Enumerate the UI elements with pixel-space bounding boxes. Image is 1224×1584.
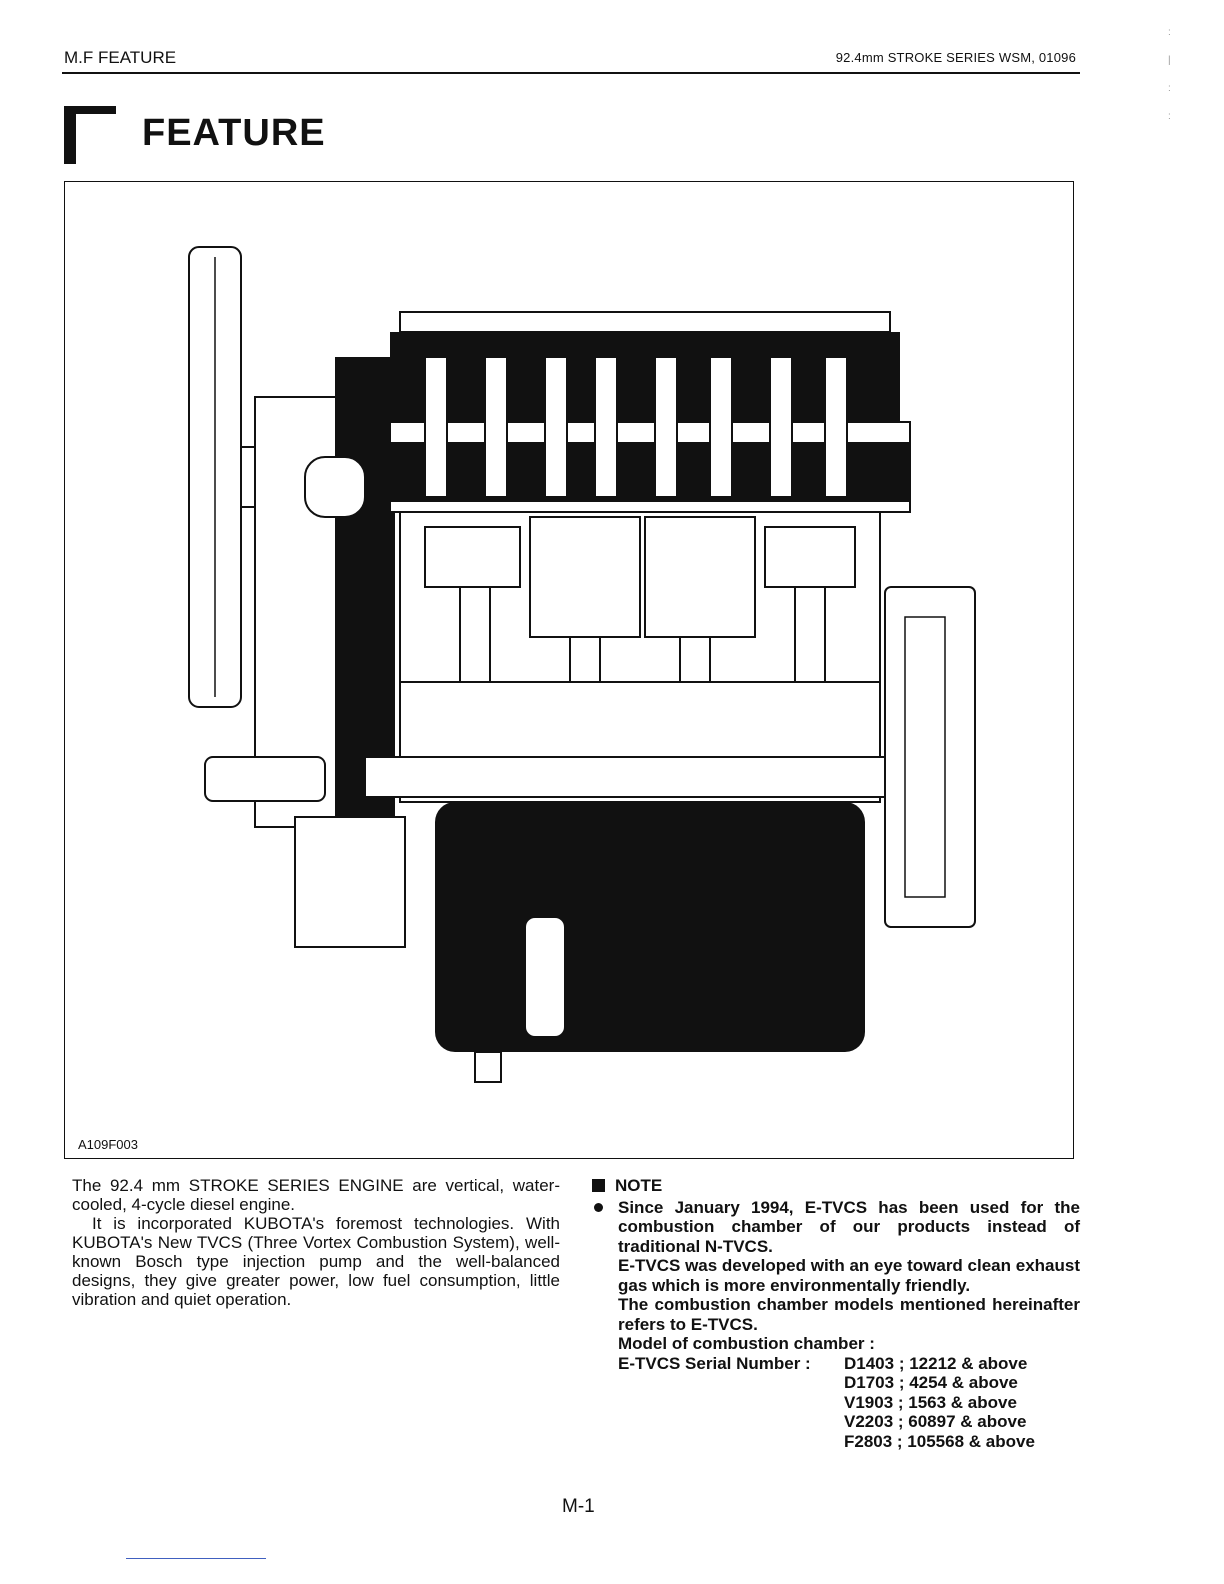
note-square-icon [592, 1179, 605, 1193]
intro-paragraph-2-text: It is incorporated KUBOTA's foremost tec… [72, 1214, 560, 1309]
scan-edge-marks: :|:: [1168, 27, 1171, 122]
page-title: FEATURE [142, 112, 326, 154]
header-section: M.F FEATURE [64, 48, 177, 67]
header-series: 92.4mm STROKE SERIES WSM, 01096 [835, 50, 1076, 65]
figure-frame: A109F003 [64, 181, 1074, 1159]
note-line-3: The combustion chamber models mentioned … [618, 1295, 1080, 1334]
serial-item: D1703 ; 4254 & above [844, 1373, 1018, 1392]
serial-table: E-TVCS Serial Number : D1403 ; 12212 & a… [618, 1354, 1080, 1452]
page-number: M-1 [562, 1496, 595, 1517]
serial-label: E-TVCS Serial Number : [618, 1353, 811, 1373]
note-column: NOTE Since January 1994, E-TVCS has been… [592, 1176, 1080, 1451]
engine-cutaway-diagram [188, 246, 976, 1083]
bullet-icon [594, 1202, 603, 1212]
note-line-1: Since January 1994, E-TVCS has been used… [618, 1197, 1080, 1256]
serial-item: D1403 ; 12212 & above [844, 1353, 1028, 1373]
note-heading-text: NOTE [615, 1176, 663, 1195]
note-line-4: Model of combustion chamber : [618, 1334, 875, 1353]
section-bracket-icon [64, 106, 116, 164]
intro-paragraph-2: It is incorporated KUBOTA's foremost tec… [72, 1214, 560, 1309]
note-line-2: E-TVCS was developed with an eye toward … [618, 1256, 1080, 1295]
serial-list: D1403 ; 12212 & above D1703 ; 4254 & abo… [844, 1354, 1035, 1452]
serial-item: F2803 ; 105568 & above [844, 1431, 1035, 1451]
serial-item: V2203 ; 60897 & above [844, 1412, 1027, 1431]
intro-paragraph-1: The 92.4 mm STROKE SERIES ENGINE are ver… [72, 1176, 560, 1214]
intro-column: The 92.4 mm STROKE SERIES ENGINE are ver… [72, 1176, 560, 1309]
note-body: Since January 1994, E-TVCS has been used… [592, 1198, 1080, 1452]
note-heading: NOTE [592, 1176, 1080, 1196]
footer-rule [126, 1558, 266, 1559]
serial-item: V1903 ; 1563 & above [844, 1392, 1017, 1412]
figure-id: A109F003 [78, 1137, 138, 1152]
page-header: M.F FEATURE 92.4mm STROKE SERIES WSM, 01… [62, 46, 1080, 74]
